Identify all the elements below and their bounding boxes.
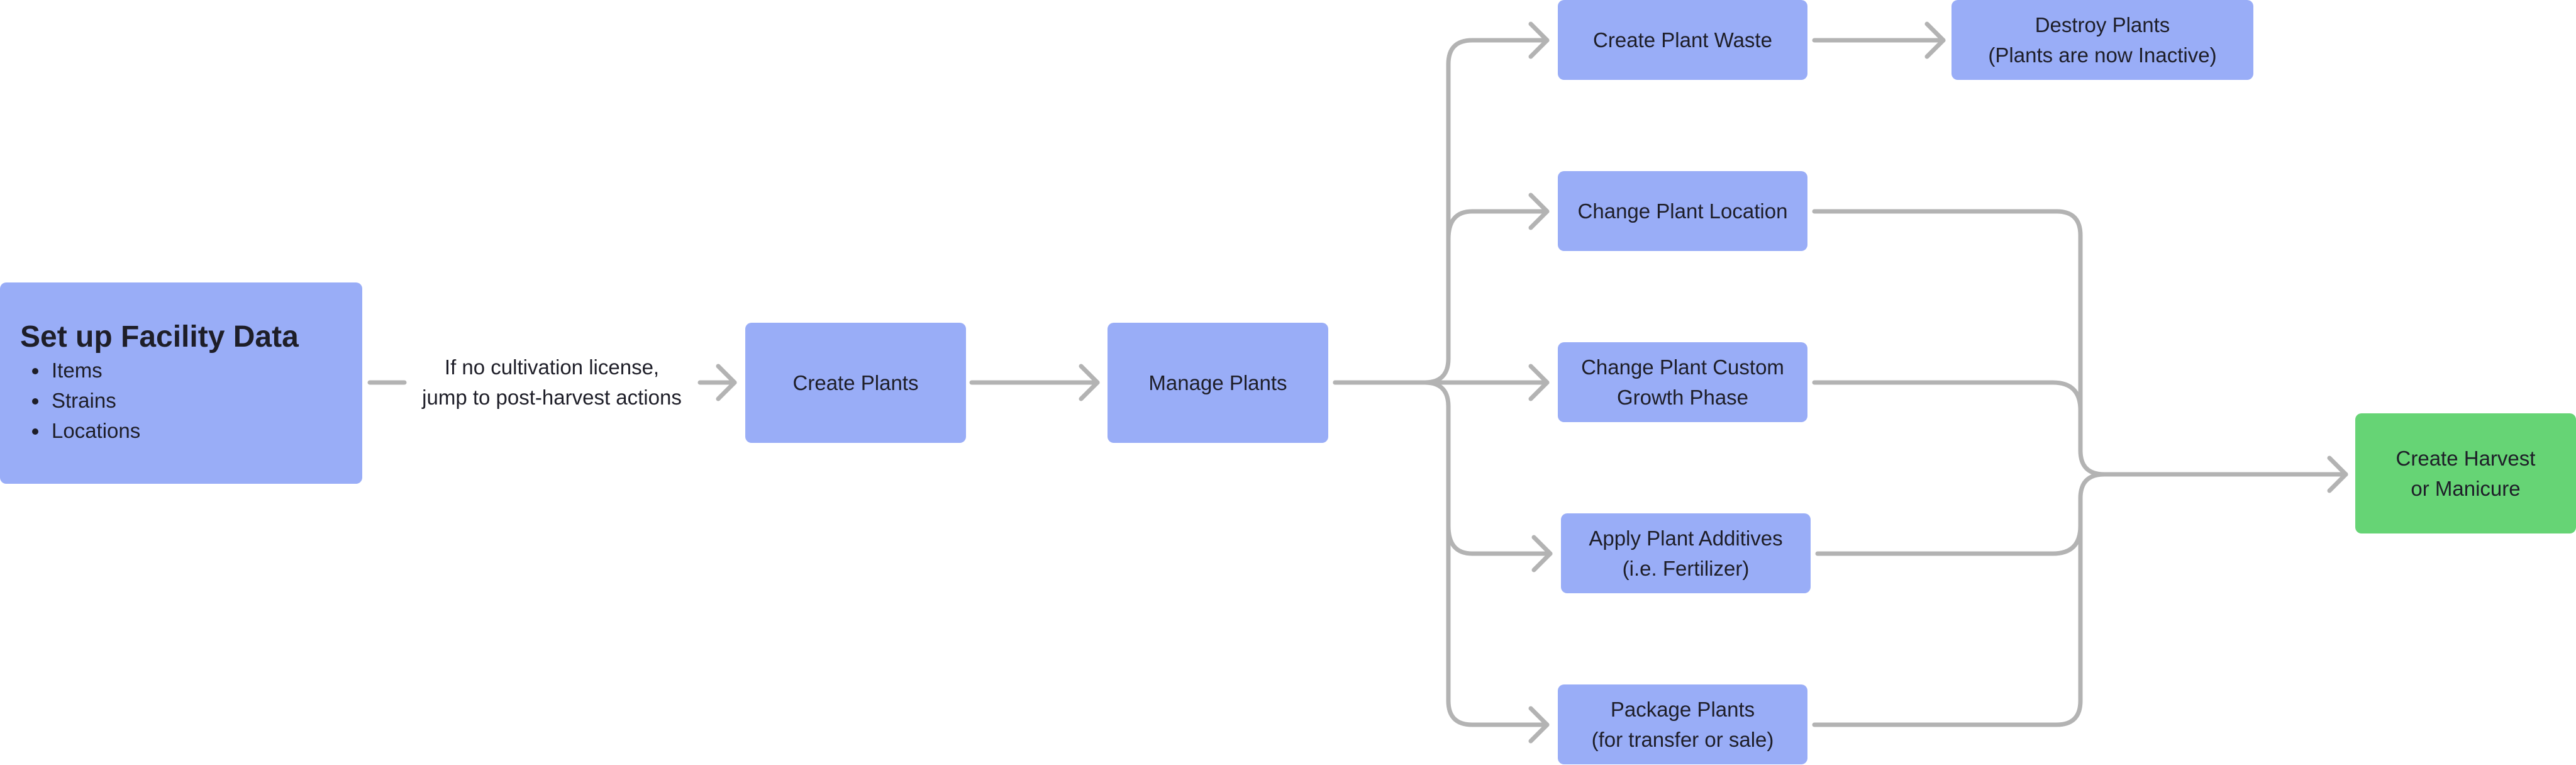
node-apply-plant-additives: Apply Plant Additives (i.e. Fertilizer) <box>1561 513 1811 593</box>
facility-title: Set up Facility Data <box>20 320 299 354</box>
node-label-line: Create Harvest <box>2396 446 2536 470</box>
node-label-line: (i.e. Fertilizer) <box>1622 556 1750 580</box>
node-label-line: Change Plant Custom <box>1581 355 1784 379</box>
node-label-line: or Manicure <box>2411 476 2521 500</box>
connector-additives-to-harvest <box>1815 472 2107 556</box>
connector-manage-to-plant-waste <box>1333 38 1550 385</box>
arrowhead-create-harvest <box>2327 455 2348 493</box>
node-label: Manage Plants <box>1148 371 1287 394</box>
node-change-plant-location: Change Plant Location <box>1558 171 1807 251</box>
node-destroy-plants: Destroy Plants (Plants are now Inactive) <box>1951 0 2253 80</box>
arrowhead-package-plants <box>1528 706 1550 744</box>
node-create-plant-waste: Create Plant Waste <box>1558 0 1807 80</box>
connector-growth-to-harvest <box>1812 380 2083 453</box>
arrowhead-create-plants <box>716 364 737 401</box>
node-label-line: (for transfer or sale) <box>1591 727 1774 751</box>
node-create-harvest: Create Harvest or Manicure <box>2355 413 2576 533</box>
facility-item: Strains <box>49 386 140 416</box>
connector-manage-to-plant-location <box>1446 209 1550 242</box>
arrowhead-destroy-plants <box>1924 21 1946 59</box>
facility-item: Items <box>49 355 140 386</box>
node-label-line: Apply Plant Additives <box>1589 526 1783 550</box>
arrowhead-additives <box>1531 535 1553 572</box>
arrowhead-plant-waste <box>1528 21 1550 59</box>
node-label-line: Package Plants <box>1610 697 1755 721</box>
node-package-plants: Package Plants (for transfer or sale) <box>1558 684 1807 764</box>
facility-items-list: Items Strains Locations <box>20 355 140 446</box>
arrowhead-plant-location <box>1528 193 1550 230</box>
node-set-up-facility-data: Set up Facility Data Items Strains Locat… <box>0 282 362 484</box>
edge-label-line: If no cultivation license, <box>444 355 660 379</box>
facility-item: Locations <box>49 416 140 446</box>
edge-label-cultivation-license: If no cultivation license, jump to post-… <box>406 352 698 413</box>
node-label-line: Destroy Plants <box>2035 13 2170 36</box>
connector-manage-to-additives <box>1333 380 1550 727</box>
node-label-line: Growth Phase <box>1616 385 1749 409</box>
node-label: Create Plants <box>792 371 919 394</box>
node-label: Change Plant Location <box>1577 199 1788 223</box>
node-change-growth-phase: Change Plant Custom Growth Phase <box>1558 342 1807 422</box>
node-manage-plants: Manage Plants <box>1108 323 1328 443</box>
node-label-line: (Plants are now Inactive) <box>1988 43 2217 67</box>
arrowhead-manage-plants <box>1079 364 1100 401</box>
connector-manage-to-package <box>1446 523 1553 556</box>
edge-label-line: jump to post-harvest actions <box>422 386 682 409</box>
connector-location-to-harvest <box>1812 209 2348 477</box>
connector-package-to-harvest <box>1812 496 2083 727</box>
node-create-plants: Create Plants <box>745 323 966 443</box>
node-label: Create Plant Waste <box>1593 28 1772 52</box>
arrowhead-growth-phase <box>1528 364 1550 401</box>
